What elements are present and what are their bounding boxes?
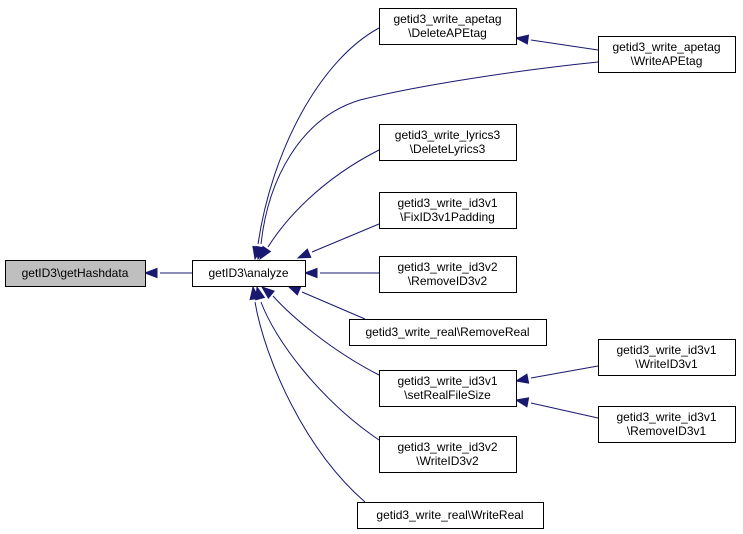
- node-box: [379, 124, 517, 161]
- edge-apetag_delete-to-analyze: [252, 27, 380, 261]
- node-id3v1-setsize[interactable]: getid3_write_id3v1\setRealFileSize: [379, 370, 517, 407]
- node-label: \WriteID3v2: [416, 454, 479, 468]
- edge-id3v1_fixpad-to-analyze: [296, 223, 380, 259]
- edge-line: [530, 39, 599, 51]
- node-id3v2-write[interactable]: getid3_write_id3v2\WriteID3v2: [379, 436, 517, 473]
- node-label: getid3_write_real\WriteReal: [376, 508, 523, 522]
- node-box: [349, 319, 547, 346]
- edge-line: [254, 301, 366, 503]
- node-box: [379, 436, 517, 473]
- edge-id3v1_remove-to-id3v1_setsize: [514, 397, 599, 419]
- node-box: [379, 370, 517, 407]
- nodes-layer: getID3\getHashdata getID3\analyze getid3_w…: [5, 8, 736, 529]
- edge-line: [260, 61, 599, 245]
- node-label: getid3_write_apetag: [612, 40, 720, 54]
- node-label: getid3_write_apetag: [393, 12, 501, 26]
- arrowhead: [296, 248, 312, 259]
- node-real-remove[interactable]: getid3_write_real\RemoveReal: [349, 319, 547, 346]
- node-label: \RemoveID3v1: [627, 424, 707, 438]
- node-gethashdata: getID3\getHashdata: [5, 260, 146, 287]
- edge-analyze-to-gethashdata: [143, 267, 192, 279]
- node-box: [379, 192, 517, 229]
- node-label: \FixID3v1Padding: [400, 210, 495, 224]
- edge-line: [260, 301, 380, 441]
- node-analyze[interactable]: getID3\analyze: [192, 260, 306, 287]
- node-label: getid3_write_id3v2: [397, 440, 497, 454]
- node-label: getID3\analyze: [208, 266, 288, 280]
- edge-line: [257, 27, 380, 245]
- node-label: \WriteID3v1: [635, 357, 698, 371]
- node-box: [5, 260, 146, 287]
- node-id3v2-remove[interactable]: getid3_write_id3v2\RemoveID3v2: [379, 256, 517, 293]
- arrowhead: [303, 267, 318, 279]
- edge-id3v2_write-to-analyze: [255, 285, 380, 441]
- node-box: [192, 260, 306, 287]
- edge-line: [530, 365, 599, 379]
- node-box: [379, 256, 517, 293]
- arrowhead: [514, 34, 530, 45]
- arrowhead: [249, 285, 260, 301]
- node-label: getid3_write_id3v1: [616, 343, 716, 357]
- arrowhead: [514, 373, 530, 384]
- node-label: \RemoveID3v2: [408, 274, 488, 288]
- edges-layer: [143, 27, 599, 503]
- node-label: getid3_write_id3v2: [397, 260, 497, 274]
- edge-id3v1_setsize-to-analyze: [260, 286, 380, 376]
- edge-lyrics3_delete-to-analyze: [259, 149, 380, 261]
- arrowhead: [260, 286, 275, 299]
- edge-line: [530, 402, 599, 419]
- node-box: [598, 36, 736, 73]
- node-label: getid3_write_lyrics3: [395, 128, 501, 142]
- edge-id3v1_write-to-id3v1_setsize: [514, 365, 599, 384]
- edge-line: [272, 295, 380, 376]
- edge-line: [267, 149, 380, 248]
- node-label: \setRealFileSize: [404, 388, 491, 402]
- arrowhead: [514, 397, 530, 408]
- node-real-write[interactable]: getid3_write_real\WriteReal: [357, 502, 544, 529]
- edge-real_write-to-analyze: [249, 285, 366, 503]
- node-box: [598, 339, 736, 376]
- node-label: getid3_write_id3v1: [397, 196, 497, 210]
- node-id3v1-fixpad[interactable]: getid3_write_id3v1\FixID3v1Padding: [379, 192, 517, 229]
- edge-line: [301, 291, 366, 320]
- node-box: [357, 502, 544, 529]
- node-label: \DeleteAPEtag: [408, 26, 487, 40]
- node-label: \DeleteLyrics3: [410, 142, 486, 156]
- node-apetag-write[interactable]: getid3_write_apetag\WriteAPEtag: [598, 36, 736, 73]
- edge-real_remove-to-analyze: [286, 285, 366, 320]
- node-label: getid3_write_id3v1: [616, 410, 716, 424]
- node-label: getID3\getHashdata: [22, 266, 129, 280]
- edge-line: [311, 223, 380, 253]
- node-id3v1-write[interactable]: getid3_write_id3v1\WriteID3v1: [598, 339, 736, 376]
- node-lyrics3-delete[interactable]: getid3_write_lyrics3\DeleteLyrics3: [379, 124, 517, 161]
- node-box: [598, 406, 736, 443]
- node-box: [379, 8, 517, 45]
- edge-id3v2_remove-to-analyze: [303, 267, 379, 279]
- node-id3v1-remove[interactable]: getid3_write_id3v1\RemoveID3v1: [598, 406, 736, 443]
- node-label: getid3_write_real\RemoveReal: [365, 325, 529, 339]
- arrowhead: [143, 267, 158, 279]
- node-apetag-delete[interactable]: getid3_write_apetag\DeleteAPEtag: [379, 8, 517, 45]
- edge-apetag_write-to-apetag_delete: [514, 34, 599, 51]
- arrowhead: [286, 285, 302, 296]
- arrowhead: [259, 245, 272, 261]
- node-label: \WriteAPEtag: [631, 54, 703, 68]
- node-label: getid3_write_id3v1: [397, 374, 497, 388]
